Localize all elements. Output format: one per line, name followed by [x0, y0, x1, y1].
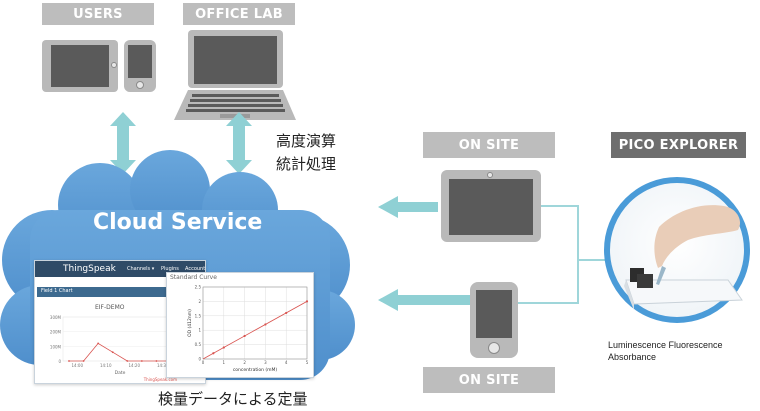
onsite-tablet-arrow [378, 196, 438, 218]
sc-y-tick: 2 [198, 299, 201, 304]
sc-x-tick: 3 [264, 360, 267, 365]
onsite-phone-arrow [378, 289, 470, 311]
sc-y-tick: 2.5 [195, 285, 202, 290]
users-cloud-arrow [110, 112, 136, 174]
pico-explorer-label: PICO EXPLORER [611, 132, 746, 158]
users-label: USERS [42, 3, 154, 25]
ts-data-point [111, 351, 114, 354]
users-phone-icon [124, 40, 156, 92]
sc-y-label: OD (412nm) [187, 309, 193, 337]
lab-cloud-arrow [226, 112, 252, 174]
ts-x-tick: 14:30 [157, 363, 169, 368]
ts-x-tick: 14:10 [100, 363, 112, 368]
sc-x-tick: 5 [306, 360, 309, 365]
thingspeak-chart: 300M 200M 100M 0 14:00 14:10 14:20 14:30DateThi… [50, 315, 178, 382]
sc-y-tick: 0.5 [195, 342, 202, 347]
sc-x-tick: 2 [243, 360, 246, 365]
thingspeak-brand: ThingSpeak [63, 264, 116, 274]
analysis-text-line1: 高度演算 [276, 132, 337, 150]
ts-x-tick: 14:20 [128, 363, 140, 368]
sc-data-point [264, 323, 267, 326]
laptop-icon [174, 30, 296, 120]
sc-y-tick: 1 [198, 328, 201, 333]
ts-data-point [126, 360, 129, 362]
analysis-text-line2: 統計処理 [276, 155, 337, 173]
device-modes-line2: Absorbance [608, 352, 657, 362]
ts-footer: ThingSpeak.com [143, 377, 177, 382]
onsite-tablet-icon [441, 170, 541, 242]
ts-data-point [97, 342, 100, 345]
thingspeak-menu-account: Account [185, 266, 206, 272]
ts-y-tick: 200M [50, 330, 62, 335]
sc-x-tick: 4 [285, 360, 288, 365]
thingspeak-navbar: ThingSpeak Channels ▾ Plugins Account [35, 261, 205, 277]
on-site-bottom-label: ON SITE [423, 367, 555, 393]
on-site-top-label: ON SITE [423, 132, 555, 158]
thingspeak-field-title: Field 1 Chart [41, 288, 73, 294]
standard-curve-panel: Standard Curve 0 1 2 3 4 5 0 0.5 1 1.5 2 2.5 concent… [166, 272, 314, 378]
thingspeak-menu-plugins: Plugins [161, 266, 179, 272]
ts-y-tick: 0 [58, 359, 61, 364]
thingspeak-chart-title: EIF-DEMO [95, 304, 125, 311]
ts-series-line [69, 342, 171, 362]
standard-curve-title: Standard Curve [170, 274, 217, 281]
ts-data-point [82, 360, 85, 362]
sc-data-point [285, 311, 288, 315]
sc-data-point [222, 346, 225, 349]
sc-x-tick: 0 [202, 360, 205, 365]
sc-fit-line [202, 301, 308, 360]
thingspeak-field-header: Field 1 Chart [37, 287, 179, 297]
sc-x-label: concentration (mM) [233, 367, 278, 373]
ts-data-point [68, 360, 70, 362]
sc-data-point [212, 352, 215, 355]
standard-curve-chart: 0 1 2 3 4 5 0 0.5 1 1.5 2 2.5 concentration (mM) OD (… [187, 285, 309, 374]
ts-x-label: Date [115, 370, 126, 376]
ts-y-tick: 100M [50, 344, 62, 349]
users-tablet-icon [42, 40, 118, 92]
cloud-service-title: Cloud Service [93, 210, 263, 235]
device-modes-line1: Luminescence Fluorescence [608, 340, 723, 350]
pico-explorer-device-image [604, 177, 750, 323]
ts-y-tick: 300M [50, 315, 62, 320]
thingspeak-menu-channels: Channels ▾ [127, 266, 155, 272]
sc-data-point [243, 334, 246, 338]
sc-data-point [305, 300, 309, 303]
ts-x-tick: 14:00 [71, 363, 83, 368]
ts-data-point [140, 360, 143, 362]
sc-y-tick: 1.5 [195, 313, 202, 318]
ts-plot-area [62, 316, 178, 362]
sc-x-tick: 1 [223, 360, 226, 365]
onsite-phone-icon [470, 282, 518, 358]
ts-data-point [155, 360, 158, 362]
quantification-text: 検量データによる定量 [158, 390, 308, 408]
sc-plot-frame [202, 286, 308, 360]
office-lab-label: OFFICE LAB [183, 3, 295, 25]
sc-y-tick: 0 [198, 357, 201, 362]
